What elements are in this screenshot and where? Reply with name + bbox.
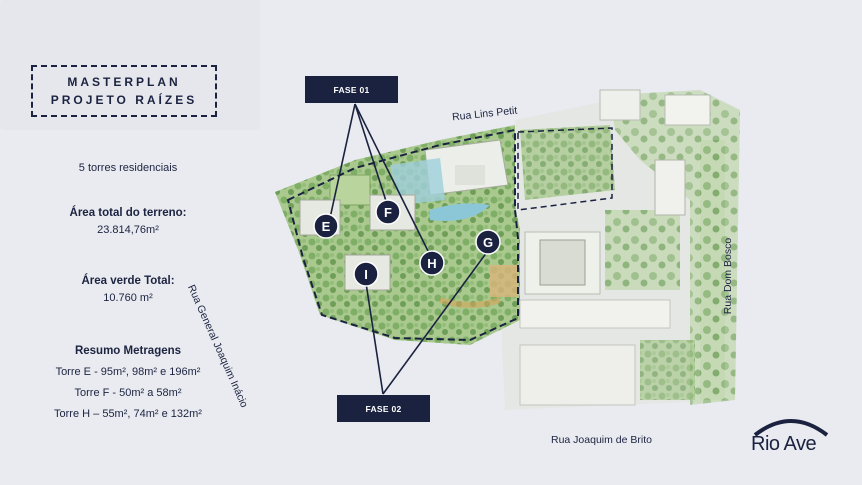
tower-h-letter: H bbox=[427, 256, 436, 271]
tower-h-sizes: Torre H – 55m², 74m² e 132m² bbox=[54, 408, 202, 420]
tower-f-marker[interactable] bbox=[375, 199, 401, 225]
phase-02-label: FASE 02 bbox=[337, 395, 430, 422]
tower-e-sizes: Torre E - 95m², 98m² e 196m² bbox=[55, 366, 201, 378]
rio-ave-logo-icon bbox=[753, 419, 829, 437]
phase-boundary bbox=[517, 127, 613, 211]
tower-i-letter: I bbox=[364, 267, 368, 282]
tower-e-marker[interactable] bbox=[313, 213, 339, 239]
brand-name: Rio Ave bbox=[751, 433, 817, 455]
towers-count: 5 torres residenciais bbox=[78, 162, 178, 174]
title-line-2: PROJETO RAÍZES bbox=[50, 93, 198, 107]
masterplan-title-box: MASTERPLAN PROJETO RAÍZES bbox=[31, 65, 217, 117]
green-area-value: 10.760 m² bbox=[103, 292, 153, 304]
green-area-label: Área verde Total: bbox=[81, 275, 175, 287]
land-area-value: 23.814,76m² bbox=[97, 224, 159, 236]
summary-label: Resumo Metragens bbox=[74, 345, 182, 357]
tower-h-marker[interactable] bbox=[419, 250, 445, 276]
neighborhood-area bbox=[500, 89, 740, 410]
phase-01-label: FASE 01 bbox=[305, 76, 398, 103]
tower-f-letter: F bbox=[384, 205, 392, 220]
street-dom-bosco: Rua Dom Bosco bbox=[722, 237, 735, 315]
phase-pointers bbox=[329, 103, 488, 395]
land-area-label: Área total do terreno: bbox=[69, 207, 187, 219]
tower-g-marker[interactable] bbox=[475, 229, 501, 255]
summary-block: Resumo Metragens Torre E - 95m², 98m² e … bbox=[20, 341, 236, 425]
tower-i-marker[interactable] bbox=[353, 261, 379, 287]
green-area-block: Área verde Total: 10.760 m² bbox=[20, 273, 236, 307]
site-boundary bbox=[286, 128, 519, 342]
title-line-1: MASTERPLAN bbox=[67, 75, 181, 89]
street-joaquim-brito: Rua Joaquim de Brito bbox=[551, 434, 652, 446]
tower-e-letter: E bbox=[322, 219, 331, 234]
tower-g-letter: G bbox=[483, 235, 493, 250]
tower-f-sizes: Torre F - 50m² a 58m² bbox=[74, 387, 182, 399]
land-area-block: Área total do terreno: 23.814,76m² bbox=[20, 205, 236, 239]
